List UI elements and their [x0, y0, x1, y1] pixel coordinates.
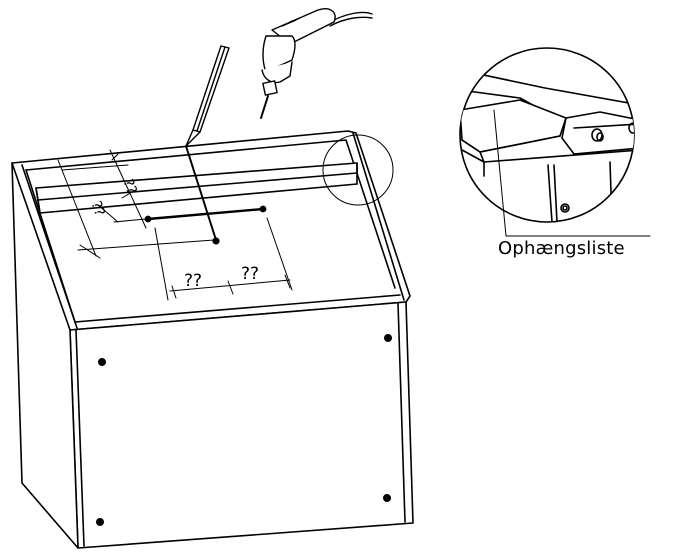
electric-drill: [260, 8, 373, 119]
detail-view-ophaengsliste: [459, 47, 651, 237]
dimension-lines: [57, 149, 293, 301]
detail-highlight: [322, 134, 394, 206]
dimension-label-vertical-bottom: ??: [87, 199, 107, 218]
dimension-label-vertical-top: ??: [119, 177, 139, 196]
dimension-label-horizontal-left: ??: [184, 271, 202, 291]
ophaengsliste-label: Ophængsliste: [498, 238, 625, 259]
pencil: [185, 45, 230, 241]
cabinet-body: [11, 130, 414, 549]
dimension-label-horizontal-right: ??: [241, 264, 259, 284]
